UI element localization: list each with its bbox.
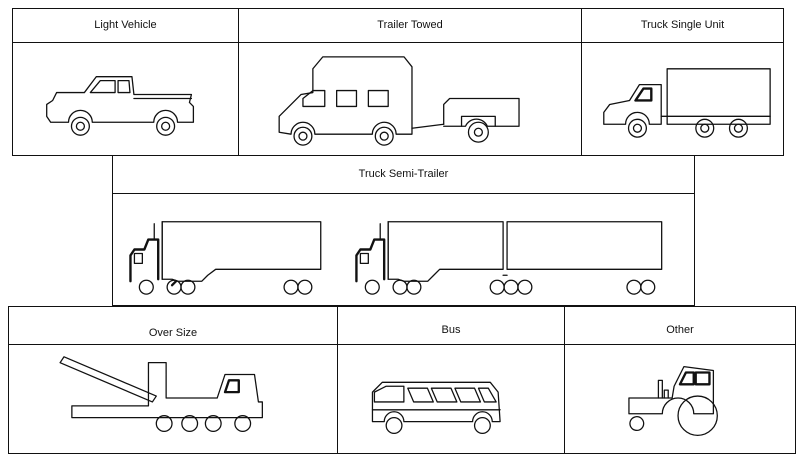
tractor-icon bbox=[565, 345, 795, 453]
cell-truck-single-unit[interactable]: Truck Single Unit bbox=[581, 8, 784, 156]
cell-other[interactable]: Other bbox=[564, 306, 796, 454]
cell-truck-semi-trailer[interactable]: Truck Semi-Trailer bbox=[112, 155, 695, 306]
cell-light-vehicle[interactable]: Light Vehicle bbox=[12, 8, 239, 156]
category-label: Truck Semi-Trailer bbox=[113, 156, 694, 194]
cell-bus[interactable]: Bus bbox=[337, 306, 565, 454]
box-truck-icon bbox=[582, 43, 783, 155]
bus-icon bbox=[338, 345, 564, 453]
category-label: Truck Single Unit bbox=[582, 9, 783, 43]
semi-trailer-trucks-icon bbox=[113, 194, 694, 305]
category-label: Other bbox=[565, 307, 795, 345]
cell-trailer-towed[interactable]: Trailer Towed bbox=[238, 8, 582, 156]
category-label: Over Size bbox=[9, 307, 337, 345]
pickup-truck-icon bbox=[13, 43, 238, 155]
cell-over-size[interactable]: Over Size bbox=[8, 306, 338, 454]
oversize-crane-truck-icon bbox=[9, 345, 337, 453]
camper-with-trailer-icon bbox=[239, 43, 581, 155]
category-label: Light Vehicle bbox=[13, 9, 238, 43]
category-label: Bus bbox=[338, 307, 564, 345]
category-label: Trailer Towed bbox=[239, 9, 581, 43]
